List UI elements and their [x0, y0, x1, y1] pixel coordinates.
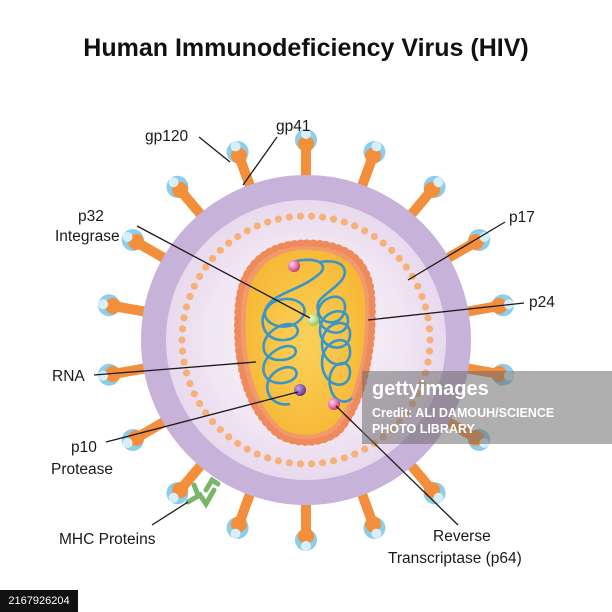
mhc-protein-icon [185, 476, 221, 509]
label-transcriptase: Transcriptase (p64) [388, 550, 522, 567]
matrix-protein-dot [225, 433, 233, 441]
matrix-protein-dot [424, 358, 432, 366]
label-p24: p24 [529, 294, 555, 311]
matrix-protein-dot [329, 215, 338, 223]
matrix-protein-dot [319, 459, 327, 467]
matrix-protein-dot [425, 325, 434, 333]
watermark-credit-line1: Credit: ALI DAMOUH/SCIENCE [372, 406, 555, 420]
matrix-protein-dot [351, 450, 359, 458]
label-gp120: gp120 [145, 128, 188, 145]
watermark-logo: gettyimages [372, 378, 489, 400]
matrix-protein-dot [225, 239, 233, 247]
matrix-protein-dot [388, 246, 396, 254]
rna-strands [261, 258, 353, 406]
matrix-protein-dot [186, 379, 194, 388]
matrix-protein-dot [296, 460, 305, 468]
p17-leader [407, 221, 506, 281]
label-rna: RNA [52, 368, 85, 385]
matrix-protein-dot [195, 272, 204, 281]
capsid [234, 239, 376, 446]
label-integrase: Integrase [55, 228, 120, 245]
label-protease: Protease [51, 461, 113, 478]
matrix-protein-dot [180, 358, 188, 366]
matrix-protein-dot [182, 369, 191, 377]
matrix-protein-dot [178, 336, 186, 344]
p10-leader [105, 391, 299, 443]
matrix-protein-dot [340, 454, 348, 462]
stock-image-id: 2167926204 [0, 590, 78, 612]
label-gp41: gp41 [276, 118, 310, 135]
matrix-protein-dot [178, 325, 187, 333]
matrix-protein-dot [209, 254, 217, 263]
matrix-protein-dot [421, 303, 430, 311]
matrix-protein-dot [195, 399, 204, 408]
matrix-protein-dot [202, 409, 210, 417]
matrix-protein-dot [285, 213, 293, 221]
mhc-leader [151, 501, 189, 526]
matrix-protein-dot [340, 218, 348, 226]
reverse-transcriptase-bead-top [288, 260, 300, 272]
matrix-protein-dot [351, 222, 359, 230]
matrix-protein-dot [425, 347, 434, 355]
label-reverse: Reverse [433, 528, 491, 545]
p32-leader [136, 225, 311, 319]
matrix-protein-dot [424, 314, 432, 322]
label-p17: p17 [509, 209, 535, 226]
label-mhc-proteins: MHC Proteins [59, 531, 156, 548]
matrix-protein-dot [234, 232, 242, 241]
matrix-protein-dot [379, 239, 387, 247]
matrix-protein-dot [216, 426, 224, 434]
matrix-protein-dot [274, 457, 283, 465]
matrix-protein-dot [209, 417, 217, 426]
matrix-protein-dot [253, 450, 261, 458]
matrix-protein-dot [370, 232, 378, 241]
matrix-protein-dot [361, 445, 369, 453]
integrase-bead [307, 314, 319, 326]
matrix-protein-dot [274, 215, 283, 223]
matrix-protein-dot [190, 390, 198, 398]
matrix-protein-dot [253, 222, 261, 230]
gp41-leader [242, 136, 278, 186]
matrix-protein-dot [414, 282, 422, 290]
matrix-protein-dot [329, 457, 338, 465]
matrix-protein-dot [361, 227, 369, 235]
gp120-leader [198, 136, 231, 163]
matrix-protein-dot [319, 213, 327, 221]
matrix-protein-dot [418, 292, 426, 301]
matrix-protein-dot [285, 459, 293, 467]
protease-bead [294, 384, 306, 396]
matrix-protein-dot [426, 336, 434, 344]
matrix-protein-dot [296, 212, 305, 220]
matrix-protein-dot [202, 263, 210, 271]
matrix-protein-dot [307, 212, 316, 220]
matrix-protein-dot [186, 292, 194, 301]
matrix-protein-dot [243, 445, 251, 453]
matrix-protein-dot [234, 439, 242, 448]
rna-leader [93, 361, 257, 376]
leader-lines [93, 136, 525, 526]
label-p10: p10 [71, 439, 97, 456]
matrix-protein-dot [190, 282, 198, 290]
matrix-protein-dot [307, 460, 316, 468]
matrix-protein-dot [402, 263, 410, 271]
matrix-protein-dot [264, 454, 272, 462]
watermark-credit: Credit: ALI DAMOUH/SCIENCE PHOTO LIBRARY [372, 405, 554, 437]
matrix-protein-dot [264, 218, 272, 226]
matrix-protein-dot [182, 303, 191, 311]
diagram-title: Human Immunodeficiency Virus (HIV) [83, 34, 529, 62]
watermark-credit-line2: PHOTO LIBRARY [372, 422, 475, 436]
matrix-protein-dot [178, 347, 187, 355]
matrix-protein-dot [180, 314, 188, 322]
p24-leader [367, 302, 525, 321]
matrix-protein-dot [243, 227, 251, 235]
matrix-protein-dot [395, 254, 403, 263]
rt-leader [335, 405, 459, 526]
label-p32: p32 [78, 208, 104, 225]
watermark-overlay [362, 371, 612, 444]
matrix-protein-dot [216, 246, 224, 254]
